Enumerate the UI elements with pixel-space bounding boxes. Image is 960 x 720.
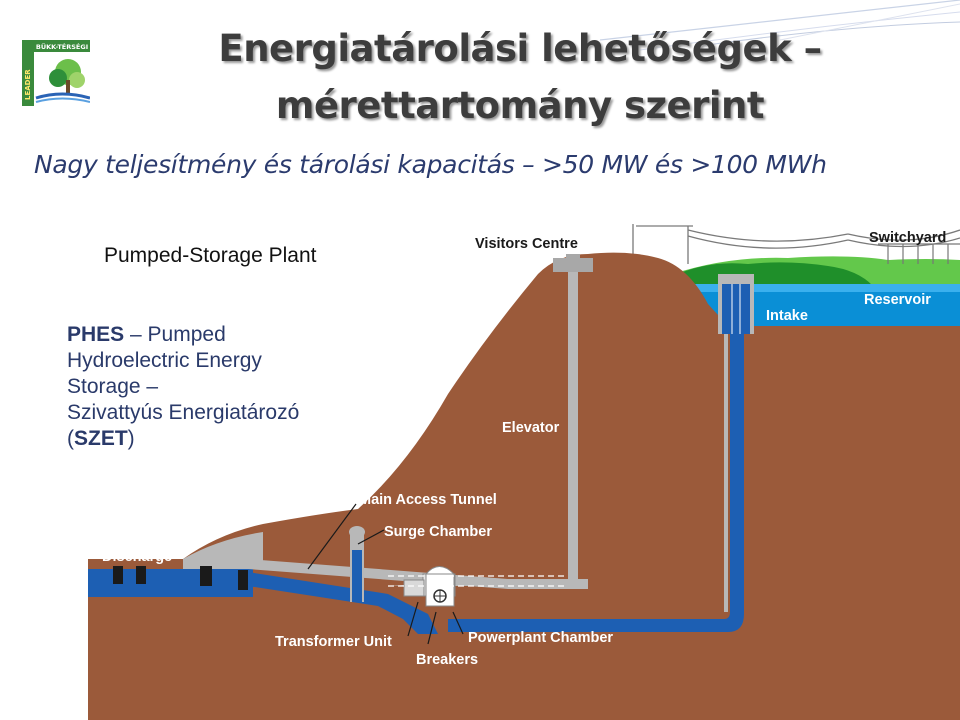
- decorative-lines: [599, 0, 960, 51]
- visitors-centre-building: [553, 258, 593, 272]
- label-transformer-unit: Transformer Unit: [275, 634, 392, 650]
- phes-abbr: PHES: [67, 323, 125, 346]
- phes-description: PHES – Pumped Hydroelectric Energy Stora…: [67, 322, 299, 452]
- leader-logo: BÜKK-TÉRSÉGI LEADER: [22, 40, 91, 106]
- label-discharge: Discharge: [102, 549, 172, 565]
- label-surge-chamber: Surge Chamber: [384, 524, 492, 540]
- tailrace-tunnel: [248, 572, 438, 634]
- phes-line3: Storage –: [67, 375, 159, 398]
- pumped-storage-diagram: Pumped-Storage Plant Visitors Centre Swi…: [88, 214, 960, 720]
- phes-paren-open: (: [67, 427, 74, 450]
- label-intake: Intake: [766, 308, 808, 324]
- label-elevator: Elevator: [502, 420, 560, 436]
- discharge-gate-1: [113, 566, 123, 584]
- phes-line2: Hydroelectric Energy: [67, 349, 262, 372]
- pointer-lines: [307, 503, 464, 645]
- label-reservoir: Reservoir: [864, 292, 931, 308]
- logo-text: BÜKK-TÉRSÉGI: [36, 42, 88, 51]
- slide-subtitle: Nagy teljesítmény és tárolási kapacitás …: [34, 150, 827, 179]
- lower-reservoir: [88, 569, 253, 597]
- discharge-gate-3: [200, 566, 212, 586]
- diagram-title: Pumped-Storage Plant: [104, 244, 317, 267]
- switchyard-fence: [878, 243, 960, 264]
- discharge-gate-4: [238, 570, 248, 590]
- logo-vertical-text: LEADER: [24, 69, 32, 100]
- phes-line4: Szivattyús Energiatározó: [67, 401, 300, 424]
- elevator-shaft: [568, 266, 578, 584]
- slide-title-line2: mérettartomány szerint: [275, 84, 765, 127]
- phes-line1: – Pumped: [124, 323, 226, 346]
- label-main-access-tunnel: Main Access Tunnel: [359, 492, 497, 508]
- phes-szet: SZET: [74, 427, 128, 450]
- label-visitors-centre: Visitors Centre: [475, 236, 578, 252]
- label-switchyard: Switchyard: [869, 230, 946, 246]
- slide-title-line1: Energiatárolási lehetőségek –: [218, 27, 822, 70]
- breakers: [403, 579, 425, 597]
- label-breakers: Breakers: [416, 652, 478, 668]
- label-powerplant-chamber: Powerplant Chamber: [468, 630, 613, 646]
- phes-paren-close: ): [127, 427, 135, 450]
- discharge-gate-2: [136, 566, 146, 584]
- power-line: [632, 224, 960, 264]
